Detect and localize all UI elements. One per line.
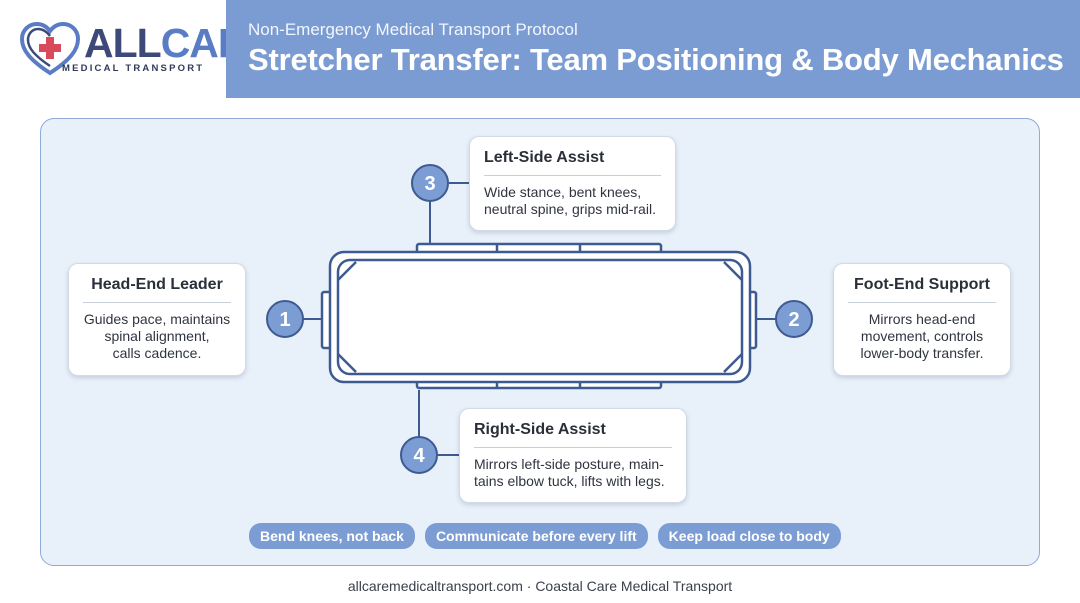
tip-pill[interactable]: Keep load close to body [657, 523, 841, 549]
card-description: Wide stance, bent knees, neutral spine, … [484, 184, 661, 218]
corner-brace [723, 353, 743, 373]
card-line: Mirrors left-side posture, main- [474, 456, 664, 472]
page-title: Stretcher Transfer: Team Positioning & B… [248, 42, 1064, 77]
card-line: lower-body transfer. [860, 345, 984, 361]
corner-brace [337, 353, 357, 373]
card-title: Left-Side Assist [484, 149, 661, 176]
corner-brace [723, 261, 743, 281]
corner-brace [337, 261, 357, 281]
card-description: Guides pace, maintains spinal alignment,… [83, 311, 231, 362]
position-markers: 1 2 3 4 [266, 164, 813, 474]
marker-1-label: 1 [279, 309, 290, 331]
heart-cross-icon [20, 22, 80, 76]
card-line: Wide stance, bent knees, [484, 184, 642, 200]
safety-tips: Bend knees, not back Communicate before … [249, 523, 841, 549]
stretcher-mattress [336, 258, 744, 376]
header: ALLCARE MEDICAL TRANSPORT Non-Emergency … [0, 0, 1080, 98]
card-line: movement, controls [860, 328, 984, 344]
brand-name-part1: ALL [84, 20, 162, 66]
connector-lines [303, 182, 776, 456]
brand-tagline: MEDICAL TRANSPORT [62, 63, 205, 74]
title-banner: Non-Emergency Medical Transport Protocol… [226, 0, 1080, 98]
card-line: Guides pace, maintains [83, 311, 231, 327]
card-description: Mirrors head-end movement, controls lowe… [848, 311, 996, 362]
marker-2[interactable]: 2 [775, 300, 813, 338]
card-line: Mirrors head-end [868, 311, 976, 327]
card-description: Mirrors left-side posture, main- tains e… [474, 456, 672, 490]
card-line: tains elbow tuck, lifts with legs. [474, 473, 665, 489]
marker-4-label: 4 [413, 445, 425, 467]
marker-3-label: 3 [424, 173, 435, 195]
marker-2-label: 2 [788, 309, 799, 331]
tip-pill[interactable]: Bend knees, not back [249, 523, 415, 549]
card-head-end-leader: Head-End Leader Guides pace, maintains s… [68, 263, 246, 376]
marker-4[interactable]: 4 [400, 436, 438, 474]
card-left-side-assist: Left-Side Assist Wide stance, bent knees… [469, 136, 676, 231]
card-title: Head-End Leader [83, 276, 231, 303]
card-right-side-assist: Right-Side Assist Mirrors left-side post… [459, 408, 687, 503]
card-title: Foot-End Support [848, 276, 996, 303]
tip-pill[interactable]: Communicate before every lift [424, 523, 648, 549]
card-title: Right-Side Assist [474, 421, 672, 448]
marker-1[interactable]: 1 [266, 300, 304, 338]
card-line: calls cadence. [112, 345, 202, 361]
card-line: neutral spine, grips mid-rail. [484, 201, 656, 217]
card-foot-end-support: Foot-End Support Mirrors head-end moveme… [833, 263, 1011, 376]
page-kicker: Non-Emergency Medical Transport Protocol [248, 20, 578, 39]
marker-3[interactable]: 3 [411, 164, 449, 202]
card-line: spinal alignment, [104, 328, 210, 344]
footer-text: allcaremedicaltransport.com · Coastal Ca… [347, 578, 733, 594]
stretcher [320, 242, 758, 390]
